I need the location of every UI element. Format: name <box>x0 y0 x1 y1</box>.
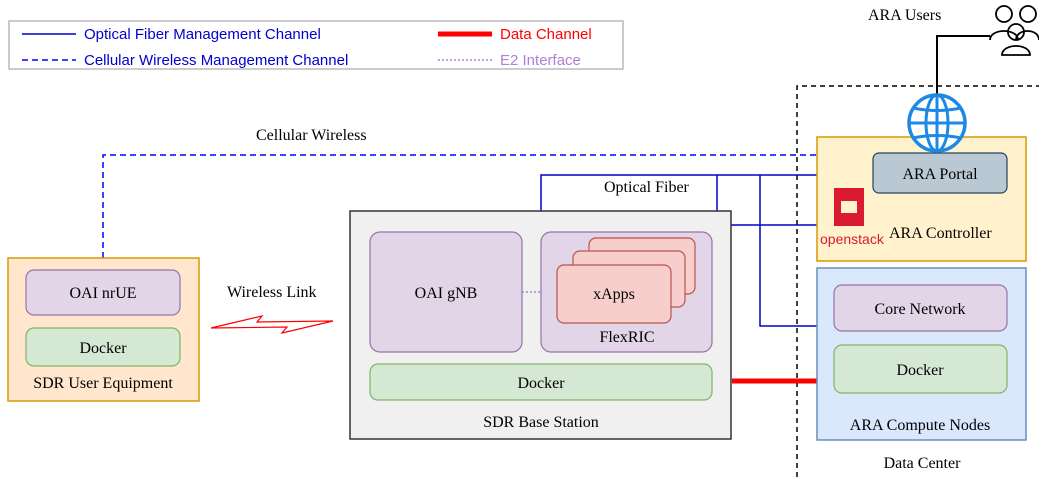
ara-portal-label: ARA Portal <box>902 166 978 183</box>
legend-e2-label: E2 Interface <box>500 52 581 69</box>
optical-fiber-branch-compute <box>759 175 817 327</box>
core-network-box <box>833 284 1008 332</box>
ara-users: ARA Users <box>868 5 1039 106</box>
bs-docker-box <box>369 363 713 401</box>
ara-controller-title: ARA Controller <box>889 225 992 242</box>
compute-docker-box <box>833 344 1008 394</box>
optical-fiber-channel <box>540 174 817 211</box>
lightning-icon <box>210 315 334 334</box>
ue-title: SDR User Equipment <box>33 375 173 392</box>
globe-icon <box>907 93 967 153</box>
oai-nrue-label: OAI nrUE <box>69 285 136 302</box>
sdr-user-equipment: OAI nrUE Docker SDR User Equipment <box>7 257 200 402</box>
legend-frame <box>8 20 624 70</box>
bs-title: SDR Base Station <box>483 414 599 431</box>
flexric-label: FlexRIC <box>599 329 654 346</box>
wireless-link-label: Wireless Link <box>227 284 317 301</box>
optical-fiber-branch-controller <box>716 175 817 226</box>
ue-docker-box <box>25 327 181 367</box>
sdr-base-station: OAI gNB xApps FlexRIC Docker SDR Base St… <box>349 210 732 440</box>
openstack-logo: openstack <box>820 188 885 247</box>
cellular-wireless-channel <box>102 154 817 258</box>
ara-users-label: ARA Users <box>868 7 941 24</box>
legend: Optical Fiber Management Channel Cellula… <box>8 20 624 70</box>
users-arrow <box>936 35 990 99</box>
ara-controller: ARA Portal ARA Controller openstack <box>816 136 1027 262</box>
legend-cellular-label: Cellular Wireless Management Channel <box>84 52 348 69</box>
legend-optical-label: Optical Fiber Management Channel <box>84 26 321 43</box>
compute-nodes-title: ARA Compute Nodes <box>850 417 990 434</box>
xapps-label: xApps <box>593 286 635 303</box>
oai-nrue-box <box>25 269 181 316</box>
openstack-logo-text: openstack <box>820 231 885 247</box>
openstack-logo-mark <box>834 188 864 226</box>
ara-portal-button[interactable] <box>872 152 1008 194</box>
data-center-boundary <box>796 85 1039 477</box>
compute-docker-label: Docker <box>896 362 944 379</box>
ara-compute-nodes: Core Network Docker ARA Compute Nodes <box>816 267 1027 441</box>
users-icon <box>989 5 1039 56</box>
optical-fiber-label: Optical Fiber <box>604 179 690 196</box>
legend-data-label: Data Channel <box>500 26 592 43</box>
bs-docker-label: Docker <box>517 375 565 392</box>
cellular-wireless-label: Cellular Wireless <box>256 127 367 144</box>
core-network-label: Core Network <box>874 301 965 318</box>
ue-docker-label: Docker <box>79 340 127 357</box>
oai-gnb-label: OAI gNB <box>415 285 478 302</box>
xapp-card-front <box>556 264 672 324</box>
data-center-label: Data Center <box>884 455 962 472</box>
